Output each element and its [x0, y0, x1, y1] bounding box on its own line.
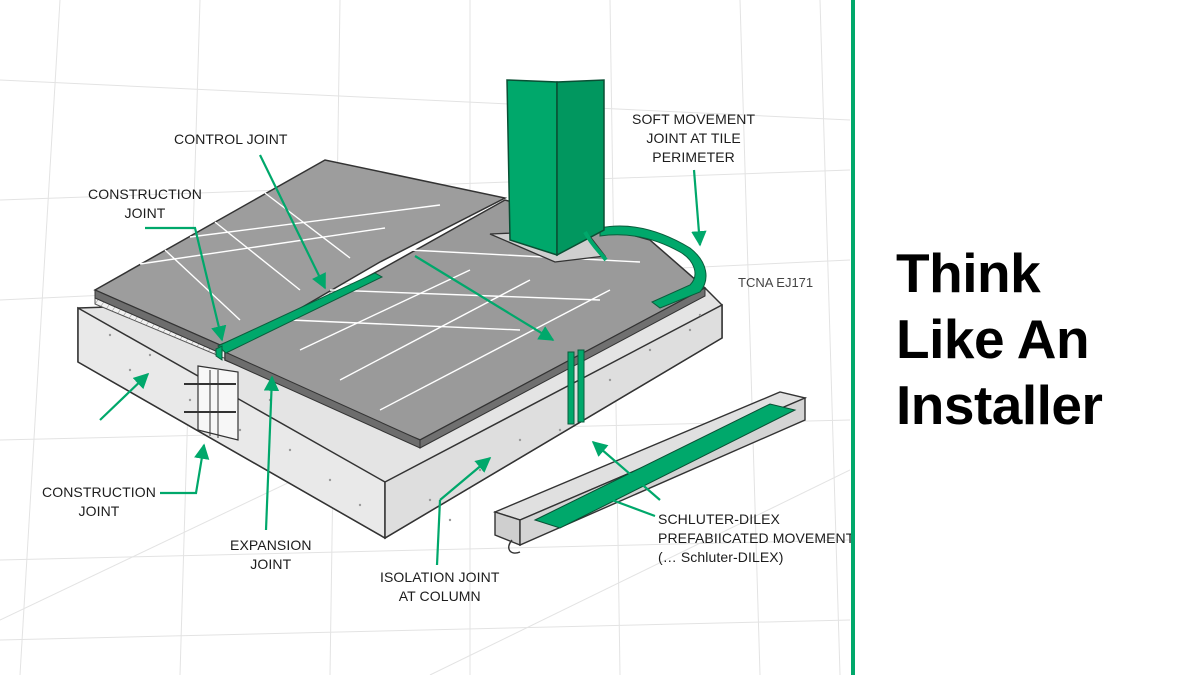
arrow-soft-movement-joint: [691, 169, 707, 247]
label-isolation-joint: ISOLATION JOINT AT COLUMN: [380, 569, 500, 604]
label-expansion-joint: EXPANSION JOINT: [230, 537, 312, 572]
arrow-schluter: [591, 440, 661, 501]
label-schluter-dilex: SCHLUTER-DILEX PREFABIICATED MOVEMENT (……: [658, 511, 855, 565]
headline-line-1: Think: [896, 242, 1041, 304]
arrow-isolation-joint: [414, 255, 555, 341]
column: [489, 79, 608, 263]
arrow-concrete: [99, 372, 150, 421]
arrow-isolation-column-tip: [439, 457, 492, 501]
headline-line-3: Installer: [896, 374, 1103, 436]
leader-arrows: [99, 154, 707, 566]
movement-joint-profile: [492, 391, 808, 554]
arrow-isolation-column: [435, 499, 442, 566]
arrow-expansion-joint: [263, 375, 280, 531]
label-control-joint: CONTROL JOINT: [174, 131, 288, 147]
code-reference: TCNA EJ171: [738, 275, 814, 290]
label-construction-joint-top: CONSTRUCTION JOINT: [88, 186, 202, 221]
headline: Think Like An Installer: [896, 240, 1186, 438]
slab-construction-joint: [184, 365, 239, 441]
arrow-schluter-strip: [611, 498, 656, 518]
vertical-divider: [851, 0, 855, 675]
arrow-control-joint: [259, 154, 326, 290]
movement-joints-diagram: [0, 0, 850, 675]
label-construction-joint-bottom: CONSTRUCTION JOINT: [42, 484, 156, 519]
headline-line-2: Like An: [896, 308, 1090, 370]
label-soft-movement-joint: SOFT MOVEMENT JOINT AT TILE PERIMETER: [632, 111, 756, 165]
arrow-construction-joint-top: [145, 226, 227, 342]
arrow-construction-joint-bottom: [160, 443, 210, 495]
joint-strips: [215, 225, 707, 425]
